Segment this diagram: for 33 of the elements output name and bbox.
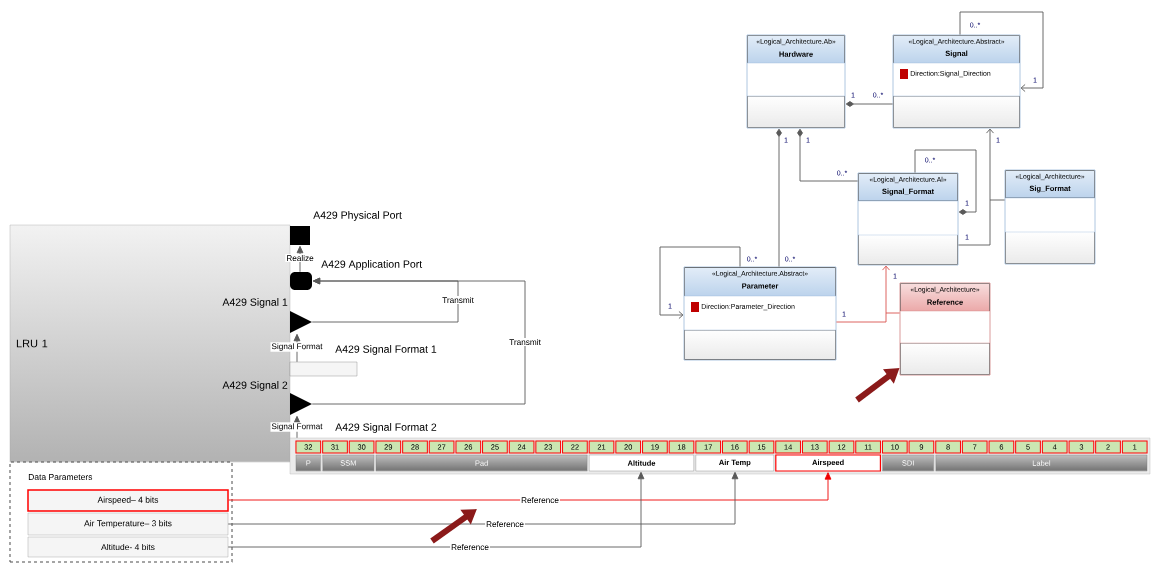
arrow — [959, 11, 1044, 92]
port-label: A429 Signal Format 2 — [335, 423, 437, 433]
arrow — [835, 265, 890, 323]
parameter-box: Air Temperature– 3 bits — [27, 512, 229, 536]
connector — [845, 101, 894, 107]
edge-label: Realize — [285, 254, 315, 262]
parameter-box: Altitude- 4 bits — [27, 536, 229, 558]
connector — [797, 128, 859, 182]
arrow — [227, 471, 739, 525]
arrow — [957, 128, 994, 246]
arrow — [227, 471, 645, 548]
edge-label: Transmit — [508, 338, 542, 346]
port-label: A429 Signal 2 — [222, 381, 288, 391]
edge-label: Reference — [450, 543, 490, 551]
connector — [885, 312, 901, 314]
arrow — [228, 472, 832, 501]
edge-label: Reference — [520, 496, 560, 504]
edge-label: Transmit — [441, 296, 475, 304]
arrow — [296, 245, 304, 273]
port-label: A429 Signal Format 1 — [335, 345, 437, 355]
arrow — [311, 277, 526, 405]
connector — [989, 199, 1006, 201]
edge-label: Signal Format — [270, 342, 324, 352]
port-label: A429 Signal 1 — [222, 298, 288, 308]
edge-label: Signal Format — [270, 422, 324, 432]
parameter-box: Airspeed– 4 bits — [27, 489, 229, 512]
edge-label: Reference — [485, 520, 525, 528]
connector — [776, 128, 782, 268]
port-label: A429 Physical Port — [313, 211, 402, 221]
port-label: A429 Application Port — [321, 260, 423, 270]
arrow — [659, 246, 741, 319]
arrow — [293, 333, 301, 363]
connector — [914, 149, 977, 215]
